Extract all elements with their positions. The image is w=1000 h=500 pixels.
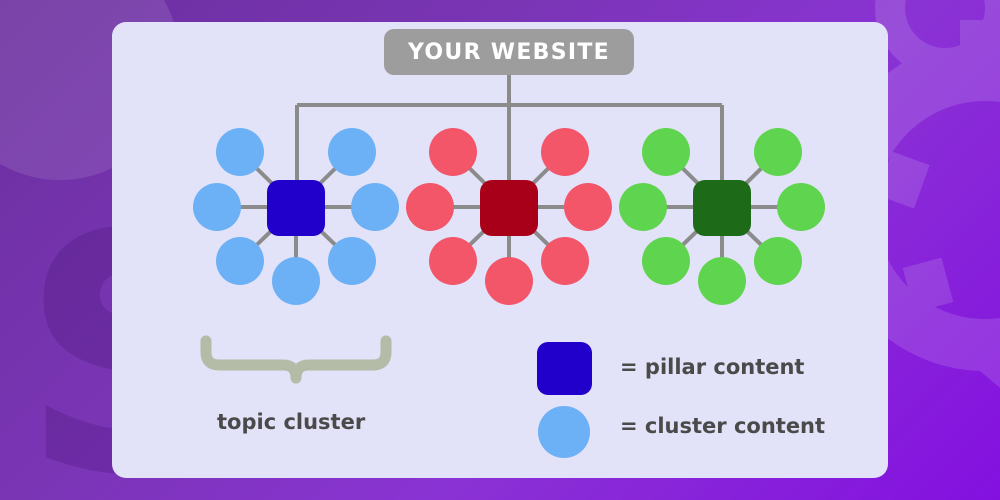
cluster-node [541, 128, 589, 176]
topic-cluster-caption: topic cluster [217, 410, 366, 434]
legend-cluster-label: = cluster content [620, 414, 826, 438]
cluster-node [619, 183, 667, 231]
cluster-node [429, 237, 477, 285]
pillar-hub-green [693, 180, 751, 236]
red-cluster [406, 128, 612, 305]
cluster-node [193, 183, 241, 231]
cluster-node [777, 183, 825, 231]
cluster-node [698, 257, 746, 305]
cluster-node [272, 257, 320, 305]
your-website-label: YOUR WEBSITE [407, 39, 611, 65]
cluster-node [642, 128, 690, 176]
your-website-box[interactable]: YOUR WEBSITE [384, 29, 634, 75]
pillar-hub-blue [267, 180, 325, 236]
cluster-node [541, 237, 589, 285]
cluster-node [216, 237, 264, 285]
cluster-node [642, 237, 690, 285]
green-cluster-nodes [619, 128, 825, 305]
pillar-hub-red [480, 180, 538, 236]
cluster-node [485, 257, 533, 305]
cluster-node [351, 183, 399, 231]
legend-pillar-swatch [537, 342, 592, 395]
cluster-node [406, 183, 454, 231]
red-cluster-nodes [406, 128, 612, 305]
cluster-node [564, 183, 612, 231]
cluster-node [328, 128, 376, 176]
blue-cluster [193, 128, 399, 305]
green-cluster [619, 128, 825, 305]
blue-cluster-nodes [193, 128, 399, 305]
cluster-node [754, 237, 802, 285]
cluster-node [429, 128, 477, 176]
cluster-node [754, 128, 802, 176]
legend-pillar-label: = pillar content [620, 355, 805, 379]
cluster-node [216, 128, 264, 176]
topic-cluster-brace [200, 335, 392, 384]
legend-cluster-swatch [538, 406, 590, 458]
cluster-node [328, 237, 376, 285]
